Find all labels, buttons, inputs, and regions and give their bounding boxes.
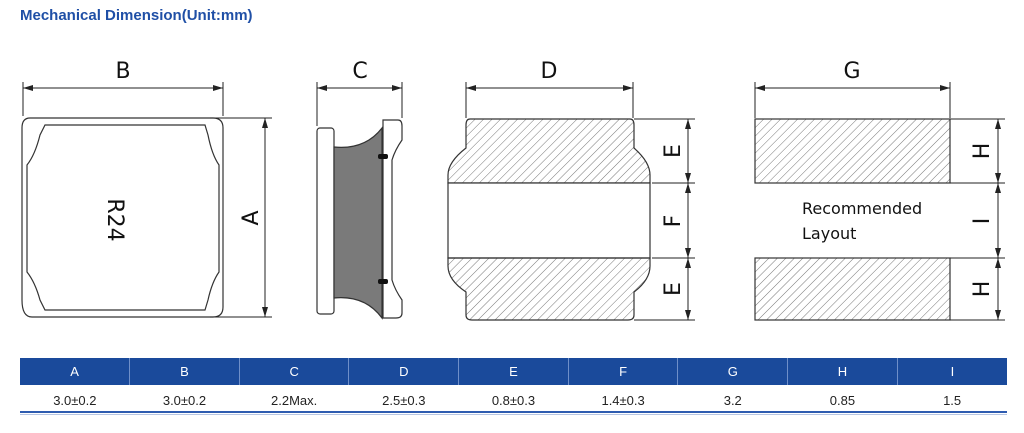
col-header: E	[458, 358, 569, 385]
table-bottom-rule	[20, 411, 1007, 415]
recommended-text: Recommended	[802, 199, 922, 218]
col-header: H	[787, 358, 898, 385]
dim-label-b: B	[115, 59, 130, 84]
dim-label-a: A	[239, 210, 264, 225]
dim-label-h-top: H	[970, 143, 995, 160]
dim-label-i: I	[970, 218, 995, 225]
col-header: A	[20, 358, 131, 385]
mechanical-drawing: R24 B A C D E F E Recom	[21, 59, 1005, 321]
table-cell: 3.2	[723, 392, 742, 408]
dim-label-e-bottom: E	[661, 282, 686, 296]
table-cell: 3.0±0.2	[162, 392, 207, 408]
dim-label-f: F	[661, 215, 686, 228]
col-header: D	[348, 358, 460, 385]
table-header-row: A B C D E F G H I	[20, 358, 1007, 385]
dim-label-d: D	[541, 59, 558, 84]
table-row: 3.0±0.2 3.0±0.2 2.2Max. 2.5±0.3 0.8±0.3 …	[20, 385, 1007, 415]
col-header: I	[897, 358, 1007, 385]
col-header: B	[129, 358, 240, 385]
dim-label-g: G	[843, 59, 860, 84]
recommended-layout: Recommended Layout G H I H	[754, 59, 1005, 321]
col-header: F	[568, 358, 679, 385]
col-header: C	[239, 358, 350, 385]
table-cell: 3.0±0.2	[53, 392, 97, 408]
dim-label-h-bottom: H	[970, 281, 995, 298]
dim-label-c: C	[352, 59, 367, 84]
bottom-view: D E F E	[447, 59, 695, 321]
section-title: Mechanical Dimension(Unit:mm)	[20, 7, 253, 24]
dim-label-e-top: E	[661, 144, 686, 158]
table-cell: 2.2Max.	[271, 392, 318, 408]
part-marking: R24	[102, 198, 127, 241]
layout-text: Layout	[802, 224, 856, 243]
table-cell: 0.8±0.3	[491, 392, 536, 408]
table-cell: 1.4±0.3	[601, 392, 645, 408]
table-cell: 2.5±0.3	[382, 392, 426, 408]
top-view: R24 B A	[21, 59, 272, 318]
dimension-table: A B C D E F G H I 3.0±0.2 3.0±0.2 2.2Max…	[20, 358, 1007, 415]
col-header: G	[677, 358, 789, 385]
table-cell: 0.85	[829, 392, 856, 408]
table-cell: 1.5	[943, 392, 962, 408]
side-view: C	[316, 59, 403, 320]
